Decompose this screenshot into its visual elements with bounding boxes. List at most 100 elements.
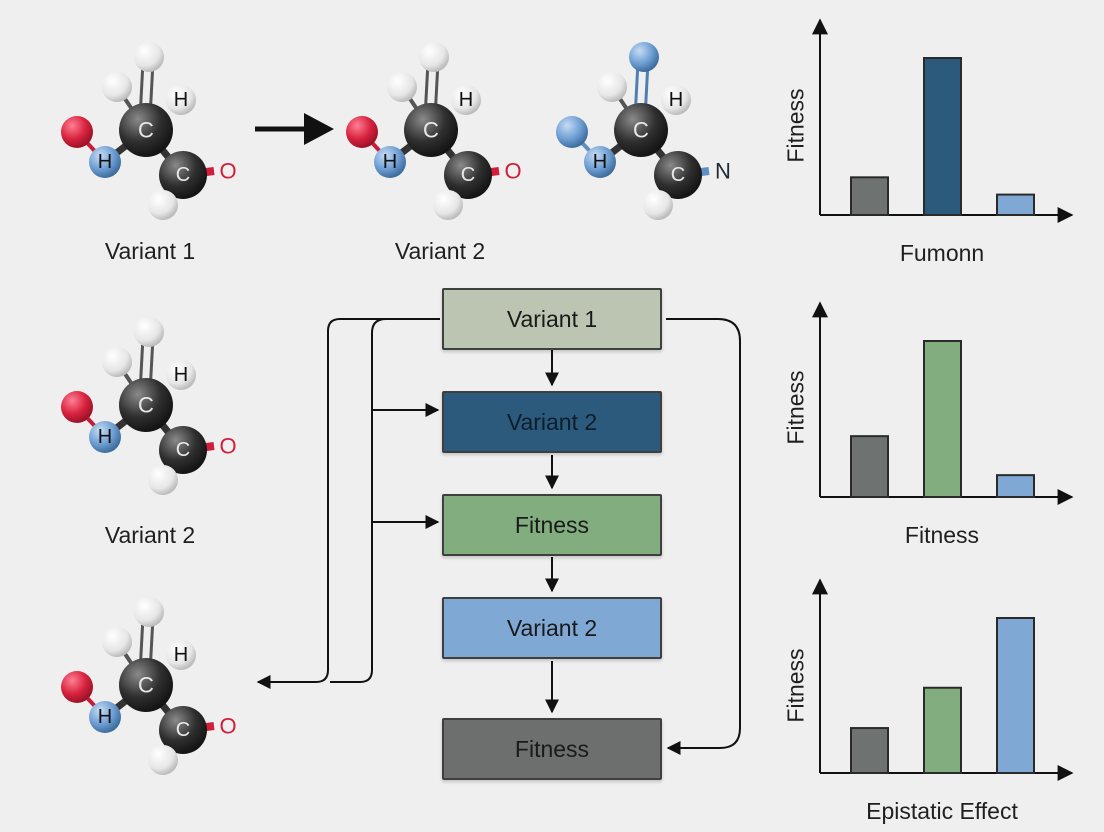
bar-1 xyxy=(850,435,889,499)
label-variant-1: Variant 1 xyxy=(104,238,196,264)
hydrogen-label: H xyxy=(174,364,188,386)
hydrogen-atom xyxy=(419,42,449,72)
label-variant-2-left: Variant 2 xyxy=(104,522,196,548)
chart-top xyxy=(812,18,1074,223)
carbon-label: C xyxy=(633,118,649,143)
hydrogen-atom xyxy=(629,42,659,72)
feedback-line-outer xyxy=(256,318,440,689)
hydrogen-atom xyxy=(451,85,481,115)
flow-box-label: Variant 2 xyxy=(506,614,598,641)
flow-box-variant-2-light: Variant 2 xyxy=(442,597,662,659)
hydrogen-atom xyxy=(374,146,406,178)
hydrogen-label: H xyxy=(174,89,188,111)
carbon-atom xyxy=(159,706,207,754)
hydrogen-atom xyxy=(134,42,164,72)
oxygen-label: O xyxy=(219,159,236,184)
feedback-line-right xyxy=(666,318,741,755)
carbon-atom xyxy=(159,151,207,199)
hydrogen-atom xyxy=(661,85,691,115)
oxygen-label: O xyxy=(219,434,236,459)
chart-bottom-caption: Epistatic Effect xyxy=(866,798,1018,824)
carbon-label: C xyxy=(176,164,190,186)
oxygen-label: O xyxy=(504,159,521,184)
chart-middle-caption: Fitness xyxy=(904,522,980,548)
bar-3 xyxy=(996,617,1035,774)
hydrogen-atom xyxy=(102,347,132,377)
hydrogen-atom xyxy=(166,85,196,115)
flow-box-variant-2: Variant 2 xyxy=(442,391,662,453)
bar-1 xyxy=(850,176,889,217)
bar-3 xyxy=(996,193,1035,216)
carbon-atom xyxy=(119,658,173,712)
carbon-label: C xyxy=(176,439,190,461)
hydrogen-atom xyxy=(89,421,121,453)
hydrogen-label: H xyxy=(98,151,112,173)
hydrogen-atom xyxy=(89,146,121,178)
carbon-atom xyxy=(119,378,173,432)
hydrogen-atom xyxy=(148,745,178,775)
bar-2 xyxy=(923,686,962,774)
chart-top-caption: Fumonn xyxy=(899,240,985,266)
carbon-label: C xyxy=(138,118,154,143)
flow-box-label: Variant 1 xyxy=(506,305,598,332)
flow-box-label: Fitness xyxy=(514,511,590,538)
hydrogen-atom xyxy=(89,701,121,733)
hydrogen-atom xyxy=(102,72,132,102)
hydrogen-atom xyxy=(166,360,196,390)
hydrogen-atom xyxy=(597,72,627,102)
substituent-atom xyxy=(556,116,588,148)
carbon-label: C xyxy=(138,393,154,418)
hydrogen-label: H xyxy=(593,151,607,173)
carbon-atom xyxy=(404,103,458,157)
oxygen-label: O xyxy=(219,714,236,739)
flow-box-label: Fitness xyxy=(514,735,590,762)
bar-2 xyxy=(923,340,962,498)
bar-2 xyxy=(923,57,962,216)
hydrogen-label: H xyxy=(459,89,473,111)
bar-3 xyxy=(996,474,1035,499)
nitrogen-label: N xyxy=(715,159,731,184)
hydrogen-atom xyxy=(166,640,196,670)
hydrogen-atom xyxy=(148,190,178,220)
carbon-atom xyxy=(654,151,702,199)
hydrogen-label: H xyxy=(98,706,112,728)
chart-middle-ylabel: Fitness xyxy=(782,370,809,445)
hydrogen-atom xyxy=(643,190,673,220)
chart-bottom xyxy=(812,578,1074,781)
hydrogen-label: H xyxy=(98,426,112,448)
hydrogen-label: H xyxy=(669,89,683,111)
carbon-label: C xyxy=(176,719,190,741)
hydrogen-atom xyxy=(433,190,463,220)
hydrogen-atom xyxy=(102,627,132,657)
flow-box-label: Variant 2 xyxy=(506,408,598,435)
carbon-label: C xyxy=(138,673,154,698)
hydrogen-atom xyxy=(387,72,417,102)
flow-box-variant-1: Variant 1 xyxy=(442,288,662,350)
carbon-atom xyxy=(119,103,173,157)
transition-arrow xyxy=(255,113,334,145)
hydrogen-atom xyxy=(148,465,178,495)
carbon-atom xyxy=(614,103,668,157)
carbon-atom xyxy=(159,426,207,474)
feedback-line-inner xyxy=(330,318,440,683)
oxygen-atom xyxy=(61,391,93,423)
chart-top-ylabel: Fitness xyxy=(782,88,809,163)
chart-bottom-ylabel: Fitness xyxy=(782,648,809,723)
flow-connectors xyxy=(256,318,741,755)
oxygen-atom xyxy=(61,671,93,703)
hydrogen-atom xyxy=(134,597,164,627)
label-variant-2-top: Variant 2 xyxy=(394,238,486,264)
hydrogen-label: H xyxy=(383,151,397,173)
oxygen-atom xyxy=(61,116,93,148)
flow-box-fitness: Fitness xyxy=(442,494,662,556)
carbon-label: C xyxy=(461,164,475,186)
carbon-atom xyxy=(444,151,492,199)
hydrogen-atom xyxy=(134,317,164,347)
